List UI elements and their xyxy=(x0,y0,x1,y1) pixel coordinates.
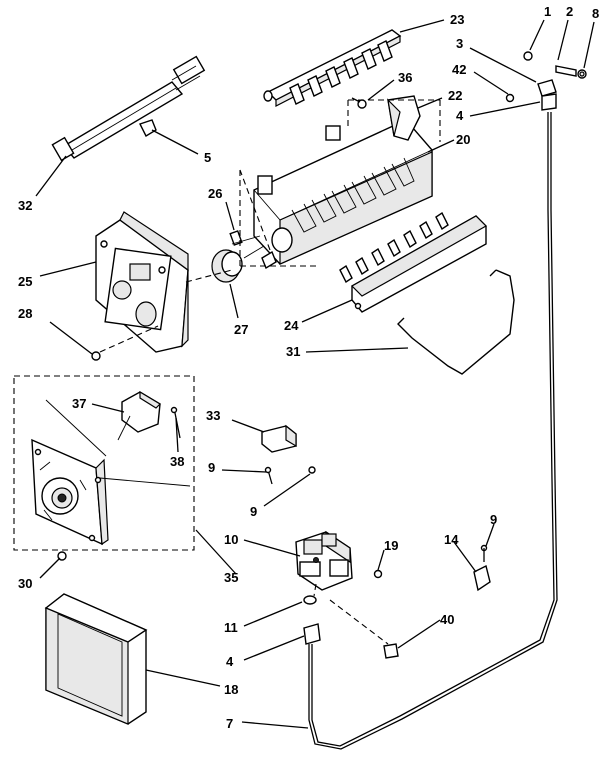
part-11-fitting xyxy=(303,595,317,605)
part-32-wire-harness xyxy=(51,55,206,162)
part-28-screw xyxy=(91,351,101,361)
callout-25: 25 xyxy=(18,274,32,289)
callout-40: 40 xyxy=(440,612,454,627)
part-35-control-assembly xyxy=(13,375,195,551)
part-25-motor-housing xyxy=(95,211,189,353)
callout-35: 35 xyxy=(224,570,238,585)
callout-32: 32 xyxy=(18,198,32,213)
callout-26: 26 xyxy=(208,186,222,201)
callout-24: 24 xyxy=(284,318,299,333)
callout-7: 7 xyxy=(226,716,233,731)
part-10-water-valve xyxy=(295,530,353,591)
callout-9: 9 xyxy=(490,512,497,527)
part-40-nut xyxy=(383,643,399,659)
part-3-valve-body xyxy=(537,79,557,97)
callout-18: 18 xyxy=(224,682,238,697)
part-42-screw xyxy=(505,93,515,103)
callout-9: 9 xyxy=(208,460,215,475)
leader-lines xyxy=(35,19,595,729)
callout-36: 36 xyxy=(398,70,412,85)
part-37-thermostat xyxy=(117,390,161,441)
part-4-nut-upper xyxy=(541,93,557,111)
part-7-water-tube xyxy=(308,112,558,750)
part-27-coupler xyxy=(211,245,265,283)
callout-30: 30 xyxy=(18,576,32,591)
callout-28: 28 xyxy=(18,306,32,321)
part-31-shutoff-arm xyxy=(397,269,515,375)
part-19-screw xyxy=(373,569,383,579)
part-22-fill-cup xyxy=(387,95,421,141)
callout-22: 22 xyxy=(448,88,462,103)
part-4-nut-lower xyxy=(303,623,321,645)
callout-3: 3 xyxy=(456,36,463,51)
part-23-ejector-rail xyxy=(263,29,402,107)
callout-38: 38 xyxy=(170,454,184,469)
callout-10: 10 xyxy=(224,532,238,547)
callout-labels: 1 2 8 3 42 4 23 36 22 20 5 32 26 25 27 2… xyxy=(18,4,599,731)
part-26-screw xyxy=(229,230,261,246)
callout-5: 5 xyxy=(204,150,211,165)
part-14-clamp xyxy=(473,544,491,592)
callout-4: 4 xyxy=(226,654,234,669)
part-20-ice-mold xyxy=(253,119,433,270)
part-1-2-8-fittings xyxy=(523,51,587,79)
callout-19: 19 xyxy=(384,538,398,553)
callout-1: 1 xyxy=(544,4,551,19)
part-9-screws xyxy=(264,466,316,485)
callout-20: 20 xyxy=(456,132,470,147)
callout-4: 4 xyxy=(456,108,464,123)
callout-11: 11 xyxy=(224,620,238,635)
part-18-cover xyxy=(44,593,148,725)
callout-33: 33 xyxy=(206,408,220,423)
callout-37: 37 xyxy=(72,396,86,411)
callout-8: 8 xyxy=(592,6,599,21)
callout-9: 9 xyxy=(250,504,257,519)
callout-42: 42 xyxy=(452,62,466,77)
callout-2: 2 xyxy=(566,4,573,19)
part-24-heater-rail xyxy=(339,211,487,313)
alignment-lines xyxy=(99,99,441,353)
callout-14: 14 xyxy=(444,532,459,547)
part-33-bracket xyxy=(261,424,297,453)
callout-27: 27 xyxy=(234,322,248,337)
part-36-screw xyxy=(351,97,367,109)
callout-31: 31 xyxy=(286,344,300,359)
callout-23: 23 xyxy=(450,12,464,27)
part-5-clip xyxy=(139,119,157,137)
